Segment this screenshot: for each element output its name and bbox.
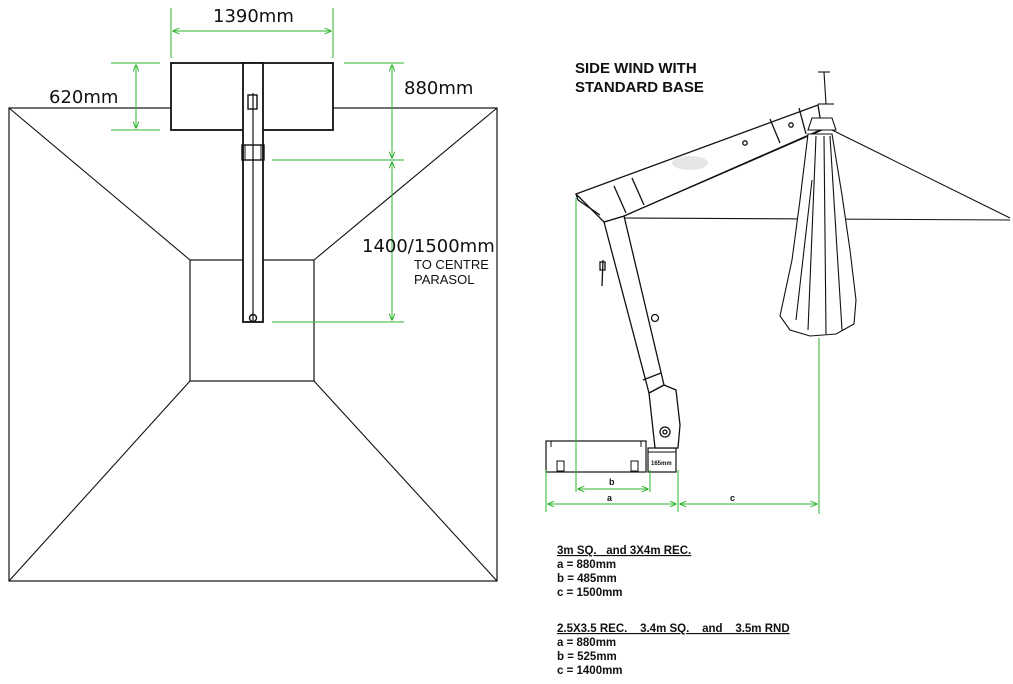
dim-c-label: c xyxy=(730,493,735,503)
spec-2-heading: 2.5X3.5 REC. 3.4m SQ. and 3.5m RND xyxy=(557,623,790,635)
side-title-line2: STANDARD BASE xyxy=(575,79,704,96)
top-view: 1390mm 620mm 880mm 1400/1500mm TO CENTRE… xyxy=(8,6,498,582)
reach-note-line2: PARASOL xyxy=(414,272,474,287)
spec-1-heading: 3m SQ. and 3X4m REC. xyxy=(557,545,691,557)
dim-a-label: a xyxy=(607,493,613,503)
reach-note-line1: TO CENTRE xyxy=(414,257,489,272)
dimension-lines-side xyxy=(545,198,820,514)
parasol xyxy=(623,71,1011,337)
dim-b-label: b xyxy=(609,477,615,487)
side-title-line1: SIDE WIND WITH xyxy=(575,60,697,77)
dimension-lines-top xyxy=(111,8,404,323)
mast xyxy=(599,209,681,449)
spec-2-line-a: a = 880mm xyxy=(557,637,616,649)
spec-1-line-b: b = 485mm xyxy=(557,573,617,585)
reach-label: 1400/1500mm xyxy=(362,236,495,257)
depth-label: 620mm xyxy=(49,87,118,108)
canopy-ribs xyxy=(8,107,498,582)
side-view: SIDE WIND WITH STANDARD BASE 165mm xyxy=(545,60,1011,677)
spec-2-line-b: b = 525mm xyxy=(557,651,617,663)
spec-1-line-c: c = 1500mm xyxy=(557,587,623,599)
width-label: 1390mm xyxy=(213,6,294,27)
arm-length-label: 880mm xyxy=(404,78,473,99)
foot-dimension-label: 165mm xyxy=(651,461,672,467)
spec-1-line-a: a = 880mm xyxy=(557,559,616,571)
cantilever-arm-side xyxy=(574,104,823,223)
spec-table: 3m SQ. and 3X4m REC. a = 880mm b = 485mm… xyxy=(557,545,790,677)
standard-base xyxy=(545,440,647,473)
spec-2-line-c: c = 1400mm xyxy=(557,665,623,677)
